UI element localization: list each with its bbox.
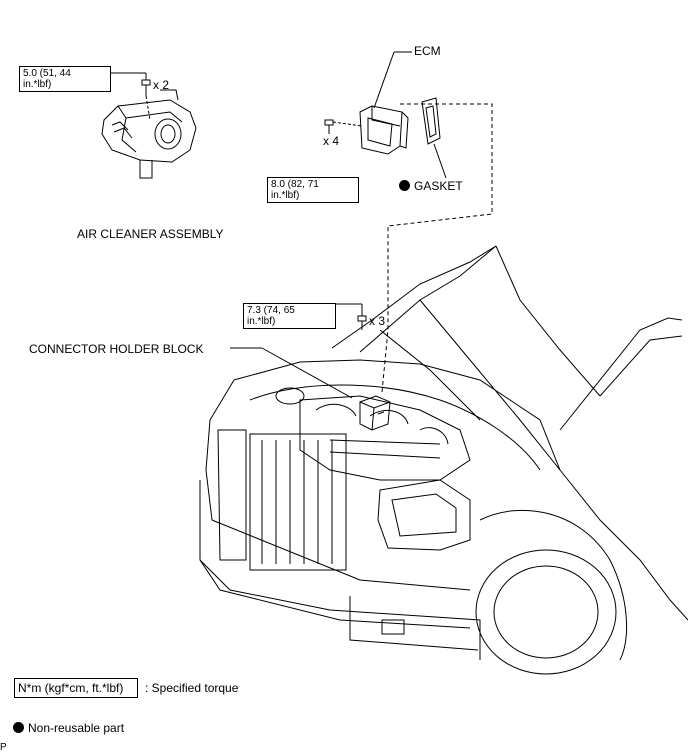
legend-non-reusable: Non-reusable part	[13, 721, 124, 735]
gasket-label: GASKET	[399, 179, 463, 193]
torque-box-ecm: 8.0 (82, 71 in.*lbf)	[267, 177, 359, 203]
air-cleaner-illustration	[101, 89, 197, 179]
vehicle-front-illustration	[199, 245, 688, 675]
ecm-illustration	[359, 105, 409, 155]
bolt-icon	[324, 119, 334, 134]
non-reusable-icon	[13, 722, 24, 733]
non-reusable-icon	[399, 180, 410, 191]
bolt-quantity: x 2	[153, 78, 170, 92]
torque-unit: in.*lbf)	[23, 79, 52, 90]
torque-unit: in.*lbf)	[247, 316, 276, 327]
gasket-illustration	[421, 97, 441, 145]
torque-value: 7.3 (74, 65	[247, 305, 295, 316]
air-cleaner-label: AIR CLEANER ASSEMBLY	[77, 227, 224, 241]
legend-torque-desc: : Specified torque	[145, 681, 239, 695]
gasket-text: GASKET	[414, 179, 463, 193]
legend-torque-box: N*m (kgf*cm, ft.*lbf)	[14, 678, 138, 698]
torque-value: 5.0 (51, 44	[23, 68, 71, 79]
torque-value: 8.0 (82, 71	[271, 179, 319, 190]
ecm-label: ECM	[414, 44, 441, 58]
bolt-quantity: x 3	[369, 314, 386, 328]
torque-box-air-cleaner: 5.0 (51, 44 in.*lbf)	[19, 66, 111, 92]
torque-box-connector-holder: 7.3 (74, 65 in.*lbf)	[243, 303, 336, 329]
bolt-icon	[357, 315, 367, 330]
torque-unit: in.*lbf)	[271, 190, 300, 201]
bolt-icon	[141, 79, 151, 96]
legend-non-reusable-text: Non-reusable part	[28, 721, 125, 735]
bolt-quantity: x 4	[323, 134, 340, 148]
connector-holder-label: CONNECTOR HOLDER BLOCK	[29, 342, 204, 356]
corner-mark: P	[0, 742, 7, 753]
